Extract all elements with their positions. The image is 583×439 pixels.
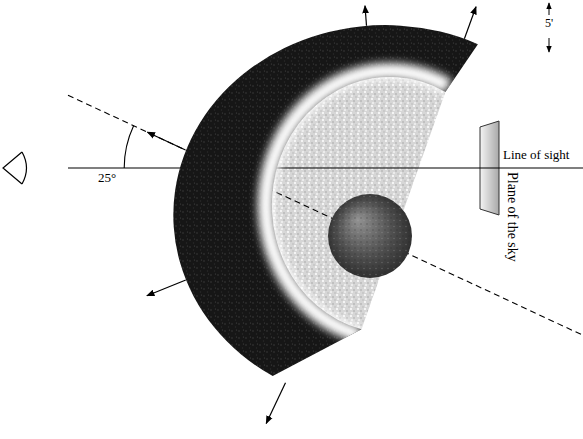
angle-label-holder: 25° — [98, 171, 116, 186]
scale-arrow — [549, 38, 550, 52]
axis-label-holder: Line of sight — [503, 148, 569, 163]
shell-band — [173, 25, 478, 376]
expansion-arrow — [147, 280, 186, 296]
expansion-arrow — [464, 7, 476, 39]
angle-arc — [124, 126, 133, 168]
expansion-arrow — [365, 6, 367, 26]
expansion-arrow — [266, 383, 285, 424]
expansion-arrow — [147, 132, 185, 150]
eye-symbol — [3, 152, 22, 184]
plane-label-holder: Plane of the sky — [504, 172, 520, 262]
scale-label-holder: 5' — [534, 17, 564, 31]
dashed-axis — [68, 95, 583, 335]
plane-label: Plane of the sky — [504, 172, 520, 262]
scale-label: 5' — [534, 17, 564, 31]
scale-arrow — [549, 3, 550, 15]
sight-line — [68, 167, 583, 168]
shell-glow — [266, 71, 448, 335]
angle-label: 25° — [98, 171, 116, 186]
sphere — [328, 194, 412, 278]
axis-label: Line of sight — [503, 148, 569, 163]
eye-symbol — [22, 152, 27, 184]
sphere-texture — [328, 194, 412, 278]
